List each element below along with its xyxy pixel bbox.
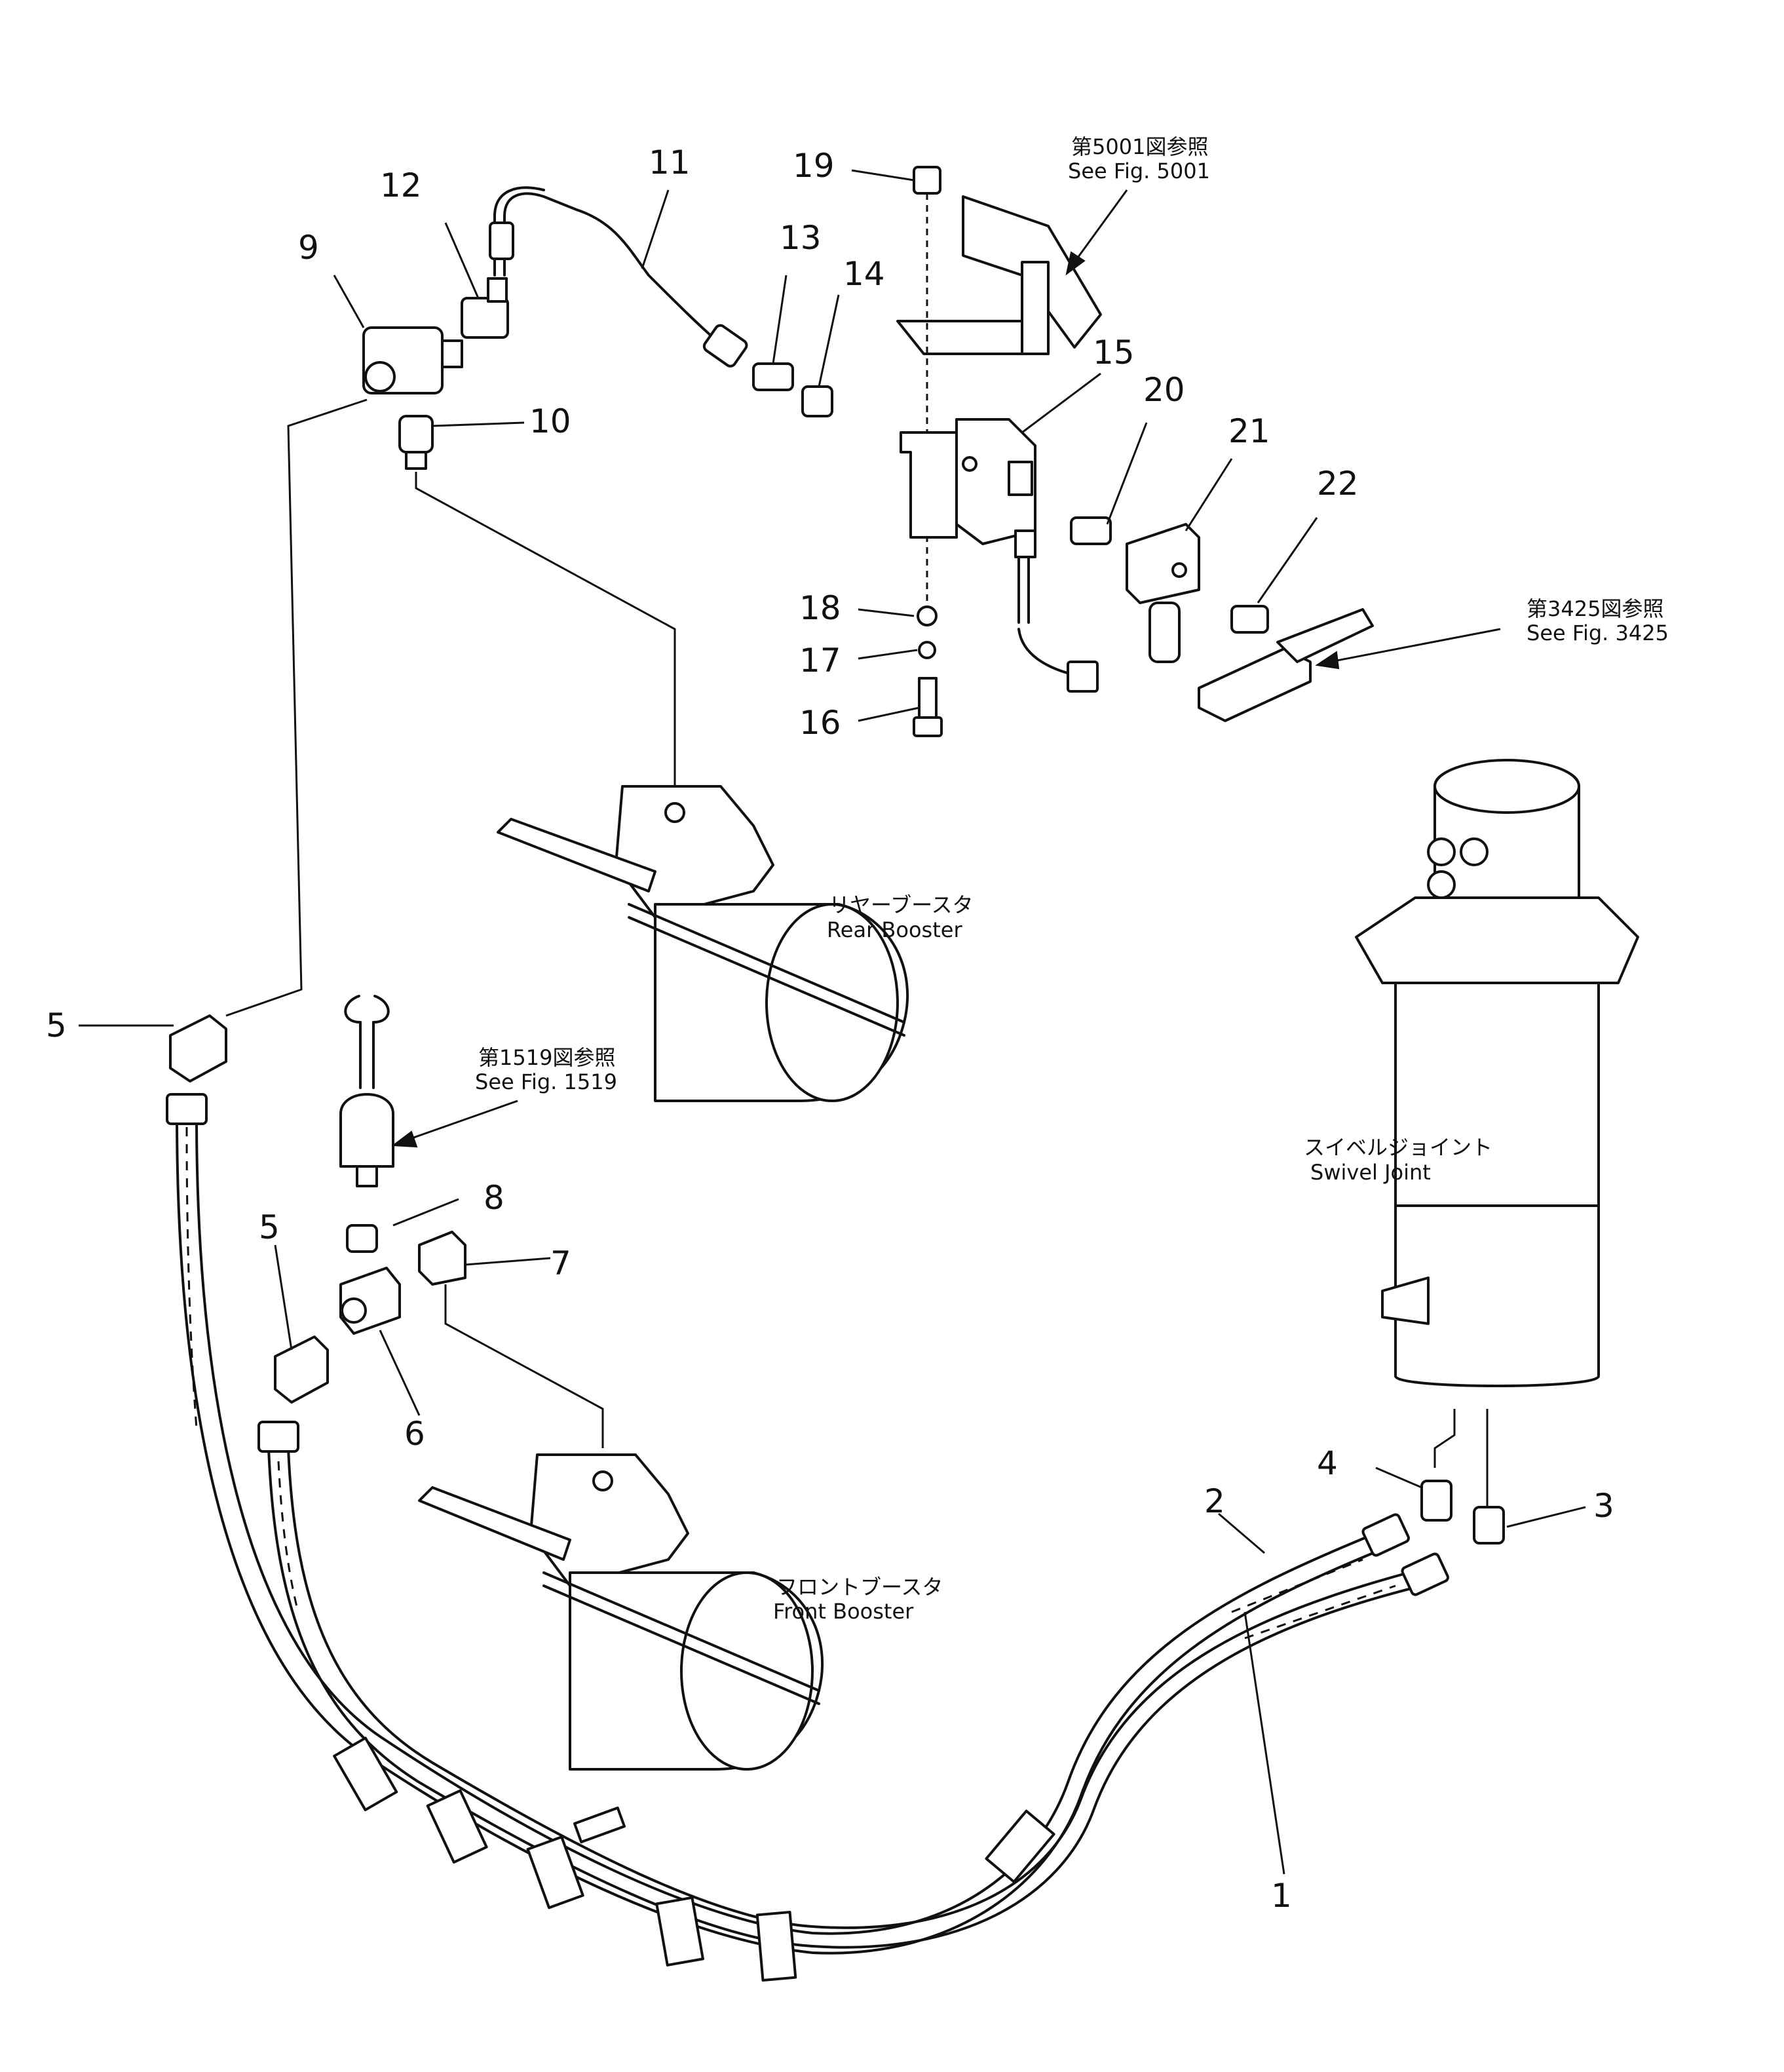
lower-fittings [169, 995, 604, 1448]
part-number: 16 [799, 704, 841, 742]
part-number: 11 [649, 144, 691, 182]
part-number: 9 [298, 229, 319, 267]
part-number: 13 [780, 219, 822, 257]
upper-fittings [225, 186, 833, 1017]
part-number: 3 [1593, 1487, 1614, 1525]
part-number: 12 [380, 166, 422, 204]
front-booster [418, 1453, 824, 1771]
pipe-11 [503, 192, 722, 345]
pressure-switch [339, 1093, 394, 1168]
part-number: 5 [46, 1007, 67, 1045]
swivel-joint-en: Swivel Joint [1310, 1160, 1431, 1185]
part-number: 22 [1317, 465, 1359, 503]
plug-8 [346, 1224, 378, 1253]
elbow-fitting-12 [461, 297, 509, 339]
hose-bundle-lower [166, 1093, 1449, 1982]
part-numbers: 1 2 3 4 5 5 6 7 8 9 10 11 12 13 14 15 16… [46, 144, 1614, 1915]
elbow-fitting-4 [1420, 1480, 1452, 1522]
washer-18 [917, 605, 938, 626]
rear-booster [497, 785, 909, 1102]
part-number: 15 [1093, 334, 1135, 372]
nut-19 [913, 166, 941, 195]
elbow-fitting-3 [1473, 1506, 1505, 1544]
swivel-joint-jp: スイベルジョイント [1304, 1135, 1492, 1160]
rear-booster-jp: リヤーブースタ [829, 892, 973, 917]
connector-13 [752, 362, 794, 391]
part-number: 4 [1317, 1444, 1338, 1482]
connector-plug [1067, 661, 1099, 693]
elbow-fitting-5-lower [274, 1335, 329, 1404]
solenoid-assembly [896, 166, 1374, 737]
ref-3425-en: See Fig. 3425 [1527, 621, 1669, 645]
valve-21 [1126, 523, 1200, 604]
connector-10 [398, 415, 434, 453]
bolt-16 [918, 677, 938, 722]
part-number: 17 [799, 642, 841, 680]
part-number: 7 [550, 1244, 571, 1282]
part-number: 21 [1228, 412, 1270, 450]
ref-5001-en: See Fig. 5001 [1068, 159, 1210, 183]
rear-booster-en: Rear Booster [827, 917, 962, 942]
front-booster-jp: フロントブースタ [776, 1575, 943, 1600]
part-number: 2 [1204, 1482, 1225, 1520]
part-number: 6 [404, 1415, 425, 1453]
nut-14 [801, 385, 833, 417]
front-booster-en: Front Booster [773, 1599, 914, 1624]
reference-labels: 第5001図参照 See Fig. 5001 第3425図参照 See Fig.… [475, 134, 1669, 1624]
connector-20 [1070, 516, 1112, 545]
elbow-fitting-5-upper [169, 1014, 227, 1083]
part-number: 20 [1143, 371, 1185, 409]
part-number: 8 [484, 1179, 504, 1217]
part-number: 10 [529, 402, 571, 440]
part-number: 1 [1271, 1877, 1292, 1915]
leader-lines [79, 169, 1586, 1875]
part-number: 18 [799, 589, 841, 627]
ref-1519-jp: 第1519図参照 [478, 1045, 615, 1070]
ref-1519-en: See Fig. 1519 [475, 1069, 617, 1094]
part-number: 19 [793, 147, 835, 185]
elbow-fitting-7 [418, 1231, 466, 1286]
swivel-joint [1355, 759, 1639, 1544]
connector-22 [1230, 605, 1269, 634]
ref-3425-jp: 第3425図参照 [1527, 596, 1663, 621]
ref-5001-jp: 第5001図参照 [1071, 134, 1208, 159]
part-number: 14 [843, 255, 885, 293]
part-number: 5 [259, 1208, 280, 1246]
lockwasher-17 [918, 641, 936, 659]
